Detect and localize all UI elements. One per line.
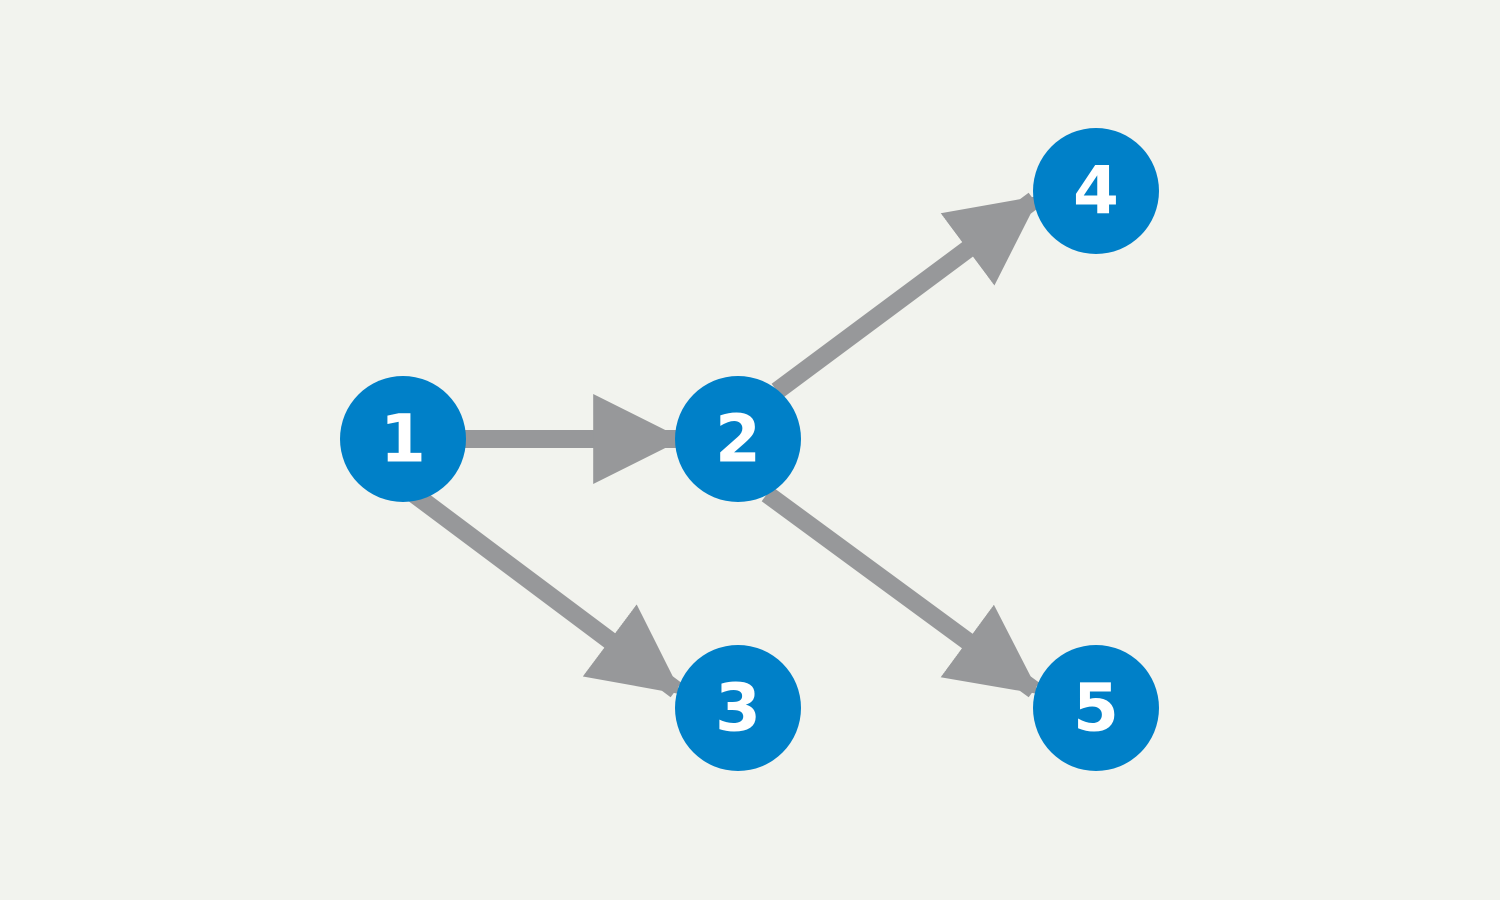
edge-1-to-3: [408, 486, 682, 698]
node-1-label: 1: [380, 401, 426, 478]
node-3: 3: [675, 645, 801, 771]
node-3-label: 3: [715, 670, 761, 747]
node-5: 5: [1033, 645, 1159, 771]
node-5-label: 5: [1073, 670, 1119, 747]
edge-2-to-5: [761, 486, 1040, 698]
node-5-circle: [1033, 645, 1159, 771]
node-1-circle: [340, 376, 466, 502]
node-1: 1: [340, 376, 466, 502]
node-3-circle: [675, 645, 801, 771]
edges: [408, 192, 1040, 698]
node-2: 2: [675, 376, 801, 502]
node-2-label: 2: [715, 401, 761, 478]
nodes: 1 2 3 4 5: [340, 128, 1159, 771]
node-2-circle: [675, 376, 801, 502]
edge-2-to-4: [771, 192, 1040, 399]
node-4-circle: [1033, 128, 1159, 254]
node-4: 4: [1033, 128, 1159, 254]
node-4-label: 4: [1073, 153, 1119, 230]
